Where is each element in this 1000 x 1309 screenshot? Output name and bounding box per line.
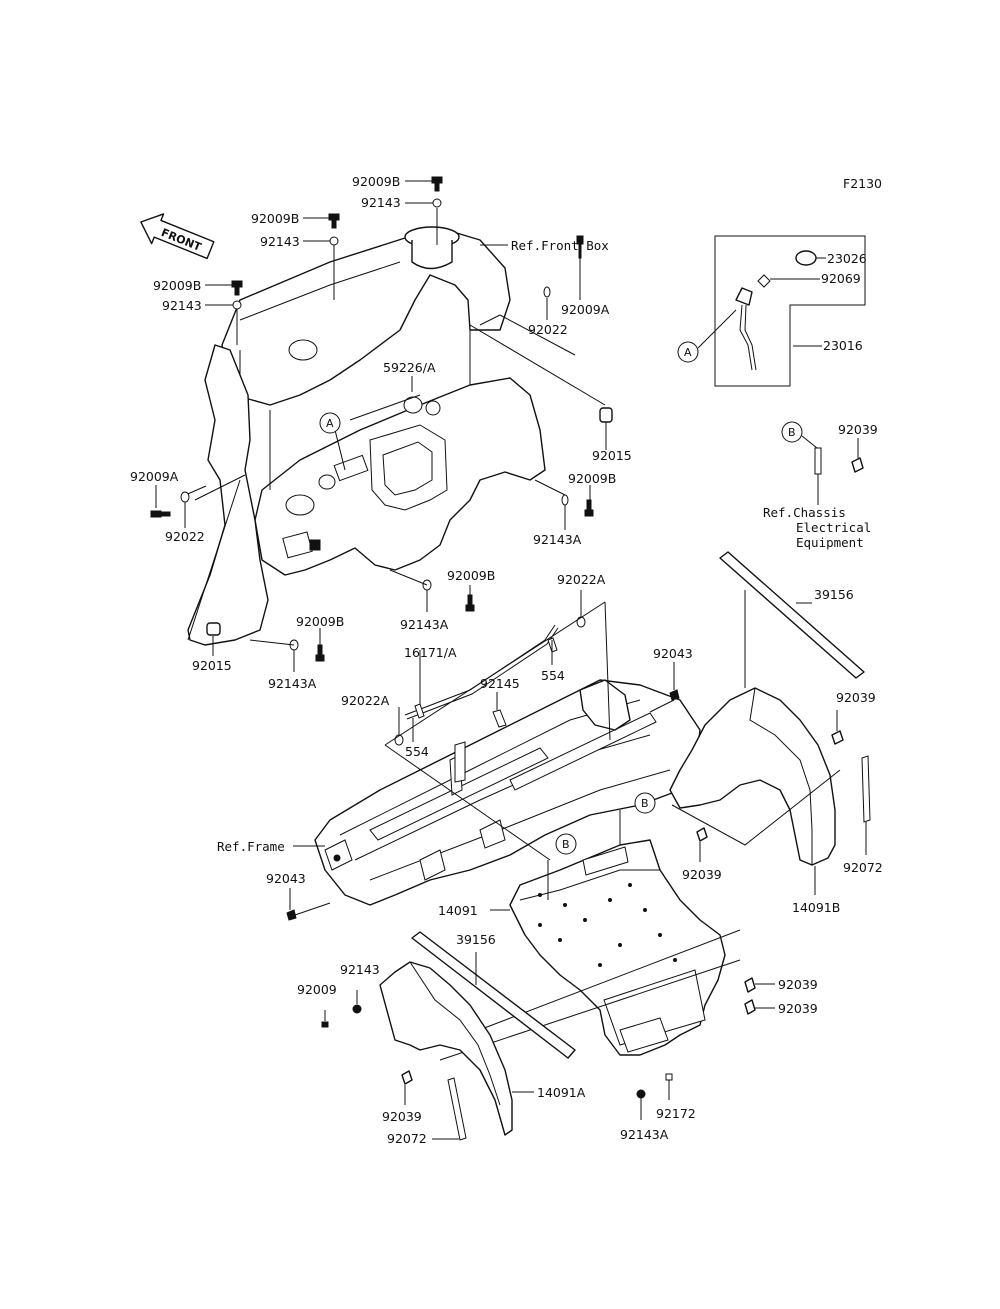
label-92143: 92143 <box>340 962 380 977</box>
label-39156: 39156 <box>814 587 854 602</box>
label-92009B: 92009B <box>447 568 495 583</box>
label-92172: 92172 <box>656 1106 696 1121</box>
label-92022A: 92022A <box>341 693 390 708</box>
label-92072: 92072 <box>843 860 883 875</box>
label-92145: 92145 <box>480 676 520 691</box>
label-92143A: 92143A <box>268 676 317 691</box>
fender-left <box>321 931 576 1141</box>
label-92009: 92009 <box>297 982 337 997</box>
label-92015: 92015 <box>192 658 232 673</box>
label-92143: 92143 <box>260 234 300 249</box>
label-92009A: 92009A <box>561 302 610 317</box>
label-92069: 92069 <box>821 271 861 286</box>
label-92009A: 92009A <box>130 469 179 484</box>
label-92009B: 92009B <box>153 278 201 293</box>
label-92043: 92043 <box>266 871 306 886</box>
label-92043: 92043 <box>653 646 693 661</box>
label-92039: 92039 <box>836 690 876 705</box>
front-arrow-icon: FRONT <box>140 213 215 260</box>
circle-marker <box>634 792 656 814</box>
seal-strip-right <box>719 551 865 679</box>
callout-labels: 92009B 92143 92009B 92143 92009B 92143 R… <box>130 174 883 1146</box>
label-23016: 23016 <box>823 338 863 353</box>
label-92143A: 92143A <box>533 532 582 547</box>
left-side-panel <box>182 344 269 646</box>
rivet-dots <box>538 883 677 967</box>
label-circle-b: B <box>562 838 570 851</box>
label-circle-a: A <box>326 417 334 430</box>
label-16171: 16171/A <box>404 645 457 660</box>
fender-right <box>669 590 871 895</box>
fastener-icon <box>543 235 613 517</box>
label-ref-chassis: Ref.Chassis <box>763 505 846 520</box>
label-92039: 92039 <box>778 1001 818 1016</box>
label-ref-chassis: Equipment <box>796 535 864 550</box>
circle-marker <box>555 833 577 855</box>
label-14091A: 14091A <box>537 1085 586 1100</box>
label-ref-frame: Ref.Frame <box>217 839 285 854</box>
label-92143A: 92143A <box>400 617 449 632</box>
inset-box <box>677 235 866 387</box>
label-14091B: 14091B <box>792 900 840 915</box>
floor-panel <box>439 810 775 1120</box>
label-circle-b: B <box>788 426 796 439</box>
label-92009B: 92009B <box>251 211 299 226</box>
label-92022: 92022 <box>528 322 568 337</box>
diagram-code: F2130 <box>843 176 882 191</box>
label-92022A: 92022A <box>557 572 606 587</box>
label-ref-front-box: Ref.Front Box <box>511 238 609 253</box>
label-92143A: 92143A <box>620 1127 669 1142</box>
label-92072: 92072 <box>387 1131 427 1146</box>
label-92039: 92039 <box>838 422 878 437</box>
label-92009B: 92009B <box>352 174 400 189</box>
label-92022: 92022 <box>165 529 205 544</box>
label-92039: 92039 <box>382 1109 422 1124</box>
label-ref-chassis: Electrical <box>796 520 871 535</box>
label-92143: 92143 <box>361 195 401 210</box>
label-59226: 59226/A <box>383 360 436 375</box>
main-dash-panel <box>254 377 546 576</box>
label-92009B: 92009B <box>296 614 344 629</box>
circle-marker <box>319 412 341 434</box>
label-23026: 23026 <box>827 251 867 266</box>
label-92015: 92015 <box>592 448 632 463</box>
label-92143: 92143 <box>162 298 202 313</box>
label-554: 554 <box>541 668 565 683</box>
label-554: 554 <box>405 744 429 759</box>
label-14091: 14091 <box>438 903 478 918</box>
upper-dash-panel <box>221 226 511 406</box>
frame-assembly <box>314 679 701 906</box>
label-92039: 92039 <box>682 867 722 882</box>
leader-lines-frame <box>289 590 675 916</box>
leader-lines-mid <box>155 258 607 672</box>
label-92009B: 92009B <box>568 471 616 486</box>
label-92039: 92039 <box>778 977 818 992</box>
label-circle-a: A <box>684 346 692 359</box>
label-39156: 39156 <box>456 932 496 947</box>
label-circle-b: B <box>641 797 649 810</box>
ref-chassis-group <box>781 421 864 505</box>
